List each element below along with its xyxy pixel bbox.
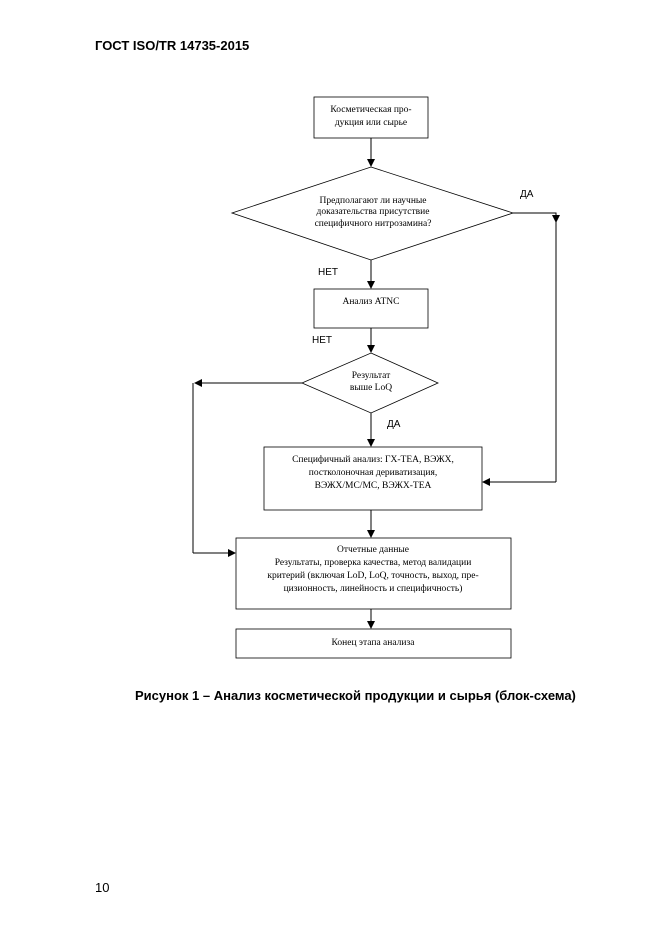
specific-text-3: ВЭЖХ/МС/МС, ВЭЖХ-ТЕА [315, 481, 432, 491]
label-no-1: НЕТ [318, 267, 338, 278]
report-text-1: Отчетные данные [337, 545, 409, 555]
end-box [235, 628, 512, 659]
report-text-2: Результаты, проверка качества, метод вал… [275, 558, 472, 568]
decision1-text-2: доказательства присутствие [317, 207, 430, 217]
label-no-2: НЕТ [312, 335, 332, 346]
figure-caption: Рисунок 1 – Анализ косметической продукц… [135, 688, 576, 703]
decision1-text-1: Предполагают ли научные [319, 196, 426, 206]
decision2-text-1: Результат [352, 371, 391, 381]
decision2-text-2: выше LoQ [350, 383, 392, 393]
document-header: ГОСТ ISO/TR 14735-2015 [95, 38, 250, 53]
arrow-decision1-yes-h [513, 212, 560, 223]
label-yes-1: ДА [520, 189, 534, 200]
end-text: Конец этапа анализа [332, 638, 416, 648]
atnc-box [313, 288, 429, 329]
start-text-2: дукция или сырье [335, 118, 407, 128]
decision1-text-3: специфичного нитрозамина? [315, 218, 432, 229]
specific-text-2: постколоночная дериватизация, [309, 468, 437, 478]
atnc-text: Анализ ATNC [342, 297, 399, 307]
page-number: 10 [95, 880, 110, 895]
label-yes-2: ДА [387, 419, 401, 430]
start-text-1: Косметическая про- [330, 105, 411, 115]
report-box [235, 537, 512, 610]
report-text-3: критерий (включая LoD, LoQ, точность, вы… [267, 570, 478, 581]
report-text-4: цизионность, линейность и специфичность) [284, 583, 463, 594]
specific-text-1: Специфичный анализ: ГХ-ТЕА, ВЭЖХ, [292, 454, 454, 465]
